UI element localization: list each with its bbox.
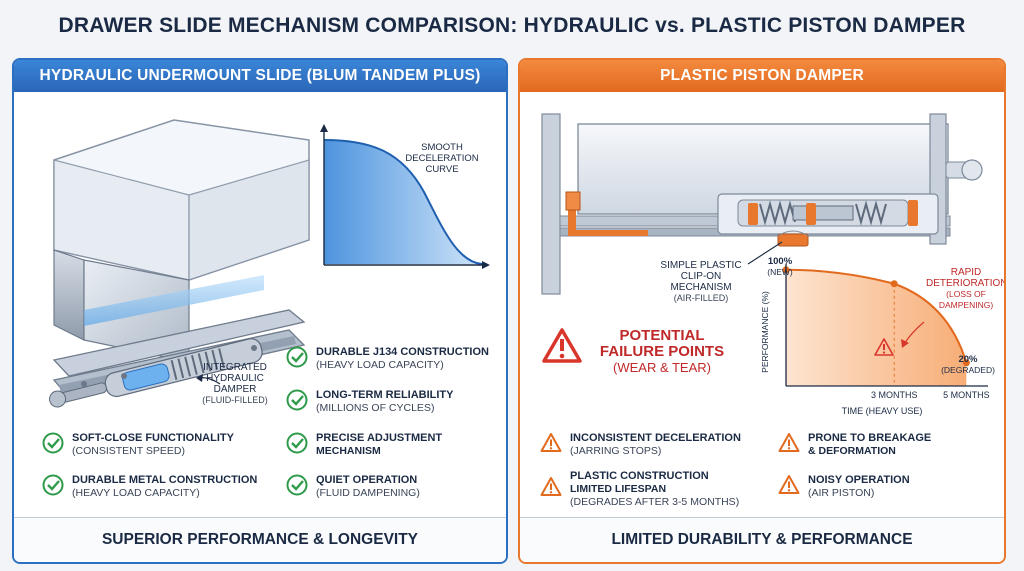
check-icon — [42, 432, 64, 454]
page-title: DRAWER SLIDE MECHANISM COMPARISON: HYDRA… — [58, 14, 966, 37]
performance-chart: PERFORMANCE (%) 3 MONTHS 5 MONTHS TIME (… — [760, 264, 990, 416]
performance-point-2 — [962, 359, 970, 367]
hydraulic-panel-footer: SUPERIOR PERFORMANCE & LONGEVITY — [14, 517, 506, 562]
warning-icon — [540, 477, 562, 496]
hydraulic-panel: HYDRAULIC UNDERMOUNT SLIDE (BLUM TANDEM … — [12, 58, 508, 564]
x-tick-5-months: 5 MONTHS — [943, 390, 990, 400]
performance-area — [786, 269, 967, 386]
y-axis-label: PERFORMANCE (%) — [760, 291, 770, 373]
plastic-panel-header: PLASTIC PISTON DAMPER — [520, 60, 1004, 92]
performance-point-1 — [890, 280, 898, 288]
plastic-damper-illustration — [541, 113, 983, 295]
failure-points-callout: POTENTIAL FAILURE POINTS (WEAR & TEAR) — [599, 327, 725, 376]
check-icon — [286, 432, 308, 454]
chart-end-label: 20% (DEGRADED) — [941, 354, 995, 375]
plastic-panel-footer: LIMITED DURABILITY & PERFORMANCE — [520, 517, 1004, 562]
rapid-deterioration-label: RAPID DETERIORATION (LOSS OF DAMPENING) — [926, 267, 1006, 310]
check-icon — [286, 389, 308, 411]
damper-label: INTEGRATED HYDRAULIC DAMPER (FLUID-FILLE… — [202, 362, 268, 405]
warning-icon — [542, 328, 582, 363]
x-axis-label: TIME (HEAVY USE) — [842, 406, 923, 416]
warning-icon — [540, 433, 562, 452]
warning-icon — [778, 475, 800, 494]
check-icon — [286, 346, 308, 368]
deceleration-curve-graph — [320, 124, 490, 269]
clip-label: SIMPLE PLASTIC CLIP-ON MECHANISM (AIR-FI… — [660, 260, 742, 303]
hydraulic-slide-illustration — [49, 119, 310, 408]
chart-warning-icon — [874, 338, 894, 356]
x-tick-3-months: 3 MONTHS — [871, 390, 918, 400]
hydraulic-panel-header: HYDRAULIC UNDERMOUNT SLIDE (BLUM TANDEM … — [14, 60, 506, 92]
clip-pointer-line — [747, 241, 783, 265]
warning-icon — [778, 433, 800, 452]
curve-label: SMOOTH DECELERATION CURVE — [405, 142, 479, 175]
damper-pointer-arrow — [196, 374, 221, 385]
check-icon — [286, 474, 308, 496]
chart-top-label: 100% (NEW) — [767, 256, 793, 277]
check-icon — [42, 474, 64, 496]
plastic-panel: PLASTIC PISTON DAMPER — [518, 58, 1006, 564]
